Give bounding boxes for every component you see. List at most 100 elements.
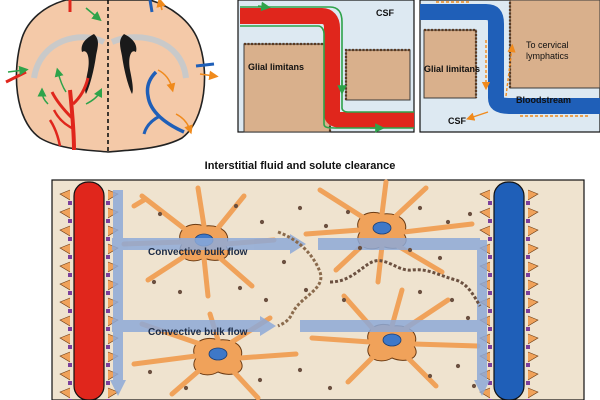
solute-particle: [417, 289, 423, 295]
solute-particle: [263, 297, 269, 303]
aquaporin-channel: [68, 255, 72, 259]
aquaporin-channel: [526, 327, 530, 331]
artery-tree: [37, 67, 103, 151]
aquaporin-channel: [488, 201, 492, 205]
endfoot: [59, 297, 71, 309]
endfoot: [527, 315, 539, 327]
aquaporin-channel: [526, 255, 530, 259]
endfoot: [59, 225, 71, 237]
bloodstream-label: Bloodstream: [516, 95, 571, 105]
aquaporin-channel: [68, 363, 72, 367]
solute-particle: [281, 259, 287, 265]
solute-particle: [437, 255, 443, 261]
astrocyte: [309, 287, 481, 389]
endfoot: [527, 351, 539, 363]
aquaporin-channel: [488, 327, 492, 331]
aquaporin-channel: [488, 237, 492, 241]
lymphatics-label: To cervical lymphatics: [526, 40, 571, 61]
aquaporin-channel: [106, 327, 110, 331]
endfoot: [59, 387, 71, 399]
aquaporin-channel: [488, 255, 492, 259]
solute-particle: [455, 363, 461, 369]
aquaporin-channel: [488, 291, 492, 295]
endfoot: [527, 261, 539, 273]
aquaporin-channel: [68, 345, 72, 349]
flow-label-bottom: Convective bulk flow: [148, 327, 248, 338]
aquaporin-channel: [526, 237, 530, 241]
solute-particle: [471, 383, 477, 389]
solute-particle: [147, 369, 153, 375]
aquaporin-channel: [488, 309, 492, 313]
vein-vessel: [493, 181, 525, 400]
endfoot: [527, 387, 539, 399]
solute-particle: [345, 209, 351, 215]
solute-particle: [157, 211, 163, 217]
solute-particles: [147, 203, 477, 391]
endfoot: [479, 189, 491, 201]
aquaporin-channel: [68, 219, 72, 223]
aquaporin-channel: [106, 309, 110, 313]
solute-particle: [237, 285, 243, 291]
artery-vessel: [73, 181, 105, 400]
endfoot: [59, 243, 71, 255]
glial-limitans-label-inflow: Glial limitans: [248, 62, 304, 72]
aquaporin-channel: [68, 291, 72, 295]
solute-particle: [445, 219, 451, 225]
aquaporin-channel: [68, 237, 72, 241]
endfoot: [527, 207, 539, 219]
endfoot: [479, 207, 491, 219]
csf-inflow-panel: CSF Glial limitans: [237, 0, 415, 133]
aquaporin-channel: [68, 381, 72, 385]
csf-label-inflow: CSF: [376, 8, 395, 18]
aquaporin-channel: [68, 309, 72, 313]
solute-particle: [427, 373, 433, 379]
solute-particle: [177, 289, 183, 295]
solute-particle: [327, 385, 333, 391]
aquaporin-channel: [526, 291, 530, 295]
aquaporin-channel: [106, 255, 110, 259]
solute-particle: [465, 315, 471, 321]
solute-particle: [297, 205, 303, 211]
aquaporin-channel: [526, 201, 530, 205]
aquaporin-channel: [526, 273, 530, 277]
endfoot: [59, 279, 71, 291]
aquaporin-channel: [106, 237, 110, 241]
aquaporin-channel: [106, 219, 110, 223]
solute-particle: [257, 377, 263, 383]
aquaporin-channel: [488, 381, 492, 385]
aquaporin-channel: [106, 381, 110, 385]
solute-particle: [233, 203, 239, 209]
endfoot: [59, 351, 71, 363]
solute-particle: [183, 385, 189, 391]
solute-particle: [357, 245, 363, 251]
endfoot: [527, 189, 539, 201]
aquaporin-channel: [526, 363, 530, 367]
endfoot: [59, 261, 71, 273]
aquaporin-channel: [68, 201, 72, 205]
solute-particle: [407, 247, 413, 253]
aquaporin-channel: [526, 309, 530, 313]
csf-label-outflow: CSF: [448, 116, 467, 126]
nucleus: [208, 347, 228, 361]
brain-section: [5, 0, 219, 153]
aquaporin-channel: [68, 327, 72, 331]
ventricle-right: [120, 34, 137, 94]
endfoot: [59, 315, 71, 327]
solute-particle: [151, 279, 157, 285]
glial-limitans-label-outflow: Glial limitans: [424, 64, 480, 74]
endfoot: [59, 333, 71, 345]
solute-particle: [341, 297, 347, 303]
ventricle-left: [81, 34, 98, 94]
aquaporin-channel: [526, 345, 530, 349]
endfoot: [527, 279, 539, 291]
vein-tree: [142, 69, 193, 135]
solute-path: [329, 259, 482, 307]
endfoot: [479, 225, 491, 237]
aquaporin-channel: [488, 273, 492, 277]
solute-particle: [303, 287, 309, 293]
endfoot: [527, 333, 539, 345]
endfoot: [527, 297, 539, 309]
solute-particle: [259, 219, 265, 225]
aquaporin-channel: [526, 381, 530, 385]
solute-particle: [323, 223, 329, 229]
